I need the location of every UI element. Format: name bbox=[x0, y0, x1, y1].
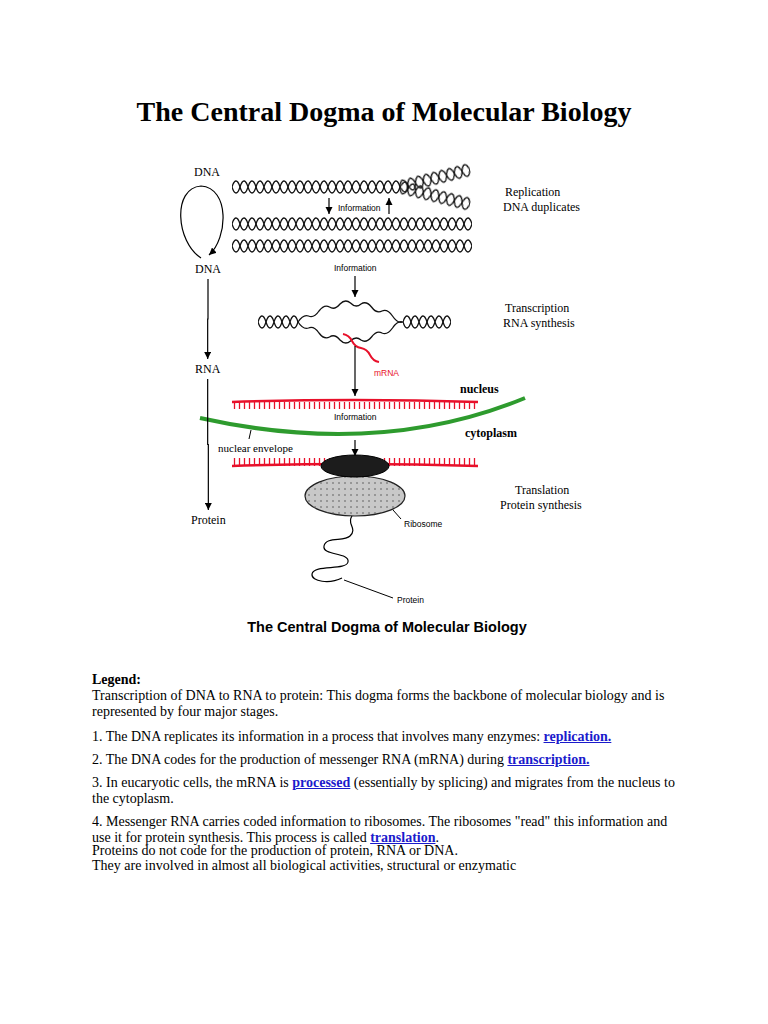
information-arrow bbox=[328, 198, 329, 214]
ribosome-texture bbox=[305, 476, 405, 516]
dna-strand bbox=[298, 301, 403, 322]
page-title: The Central Dogma of Molecular Biology bbox=[0, 96, 768, 128]
dna-helix bbox=[232, 179, 400, 195]
link-text: translation bbox=[370, 830, 435, 845]
stage-name: DNA bbox=[195, 262, 221, 276]
legend-text: 3. In eucaryotic cells, the mRNA is bbox=[92, 775, 289, 790]
legend-paragraph: 3. In eucaryotic cells, the mRNA is proc… bbox=[92, 775, 677, 807]
stage-name: Protein bbox=[191, 513, 226, 527]
information-arrow bbox=[354, 440, 355, 456]
stage-node: RNA bbox=[193, 361, 222, 377]
stage-label: Translation bbox=[515, 483, 569, 497]
legend-paragraph: Transcription of DNA to RNA to protein: … bbox=[92, 688, 677, 720]
stage-name: RNA bbox=[195, 362, 220, 376]
dna-helix bbox=[258, 314, 298, 330]
leader-line bbox=[249, 430, 251, 439]
replication-loop bbox=[181, 186, 223, 258]
dna-helix bbox=[232, 216, 472, 232]
legend-paragraph: They are involved in almost all biologic… bbox=[92, 858, 677, 874]
link-text: processed bbox=[292, 775, 350, 790]
molecule-label: mRNA bbox=[374, 368, 399, 378]
legend-paragraph: 2. The DNA codes for the production of m… bbox=[92, 752, 677, 768]
compartment-label: nucleus bbox=[460, 382, 499, 396]
legend-paragraph: 4. Messenger RNA carries coded informati… bbox=[92, 814, 677, 846]
ribosome-large-subunit bbox=[305, 476, 405, 516]
stage-node: DNA bbox=[193, 261, 223, 277]
legend-text: 2. The DNA codes for the production of m… bbox=[92, 752, 504, 767]
molecule-label: DNA bbox=[194, 165, 220, 179]
information-arrow bbox=[388, 198, 389, 214]
dna-helix bbox=[398, 179, 472, 212]
information-arrow bbox=[354, 276, 355, 297]
legend-heading: Legend: bbox=[92, 672, 141, 687]
legend-paragraph: 1. The DNA replicates its information in… bbox=[92, 729, 677, 745]
molecule-label: Protein bbox=[397, 595, 424, 605]
dna-helix bbox=[403, 314, 451, 330]
legend-text: They are involved in almost all biologic… bbox=[92, 858, 516, 873]
stage-sublabel: Protein synthesis bbox=[500, 498, 582, 512]
information-arrow bbox=[354, 346, 355, 396]
link-text: replication. bbox=[544, 729, 612, 744]
figure-caption: The Central Dogma of Molecular Biology bbox=[100, 619, 674, 635]
legend-paragraph: Legend: bbox=[92, 672, 677, 688]
legend-text: . bbox=[435, 830, 439, 845]
protein-chain bbox=[312, 516, 353, 581]
leader-line bbox=[344, 580, 393, 598]
stage-node: Protein bbox=[189, 512, 228, 528]
legend-text: 1. The DNA replicates its information in… bbox=[92, 729, 540, 744]
structure-label: Ribosome bbox=[404, 519, 442, 529]
mrna-strand bbox=[343, 334, 379, 362]
flow-label: Information bbox=[338, 203, 381, 213]
flow-connector bbox=[207, 379, 209, 510]
ribosome-small-subunit bbox=[321, 455, 389, 477]
legend-paragraph: Proteins do not code for the production … bbox=[92, 843, 677, 859]
mrna-strand bbox=[232, 400, 478, 402]
stage-sublabel: RNA synthesis bbox=[503, 316, 575, 330]
leader-line bbox=[393, 510, 401, 519]
stage-sublabel: DNA duplicates bbox=[503, 200, 580, 214]
compartment-label: cytoplasm bbox=[465, 426, 517, 440]
legend-text: Proteins do not code for the production … bbox=[92, 843, 458, 858]
flow-label: Information bbox=[334, 412, 377, 422]
link-text: transcription. bbox=[507, 752, 589, 767]
flow-label: Information bbox=[334, 263, 377, 273]
structure-label: nuclear envelope bbox=[218, 442, 293, 455]
stage-label: Replication bbox=[505, 185, 560, 199]
dna-helix bbox=[232, 238, 472, 254]
stage-label: Transcription bbox=[505, 301, 569, 315]
legend-text: Transcription of DNA to RNA to protein: … bbox=[92, 688, 664, 719]
mrna-bases bbox=[232, 402, 478, 409]
flow-connector bbox=[207, 279, 209, 359]
